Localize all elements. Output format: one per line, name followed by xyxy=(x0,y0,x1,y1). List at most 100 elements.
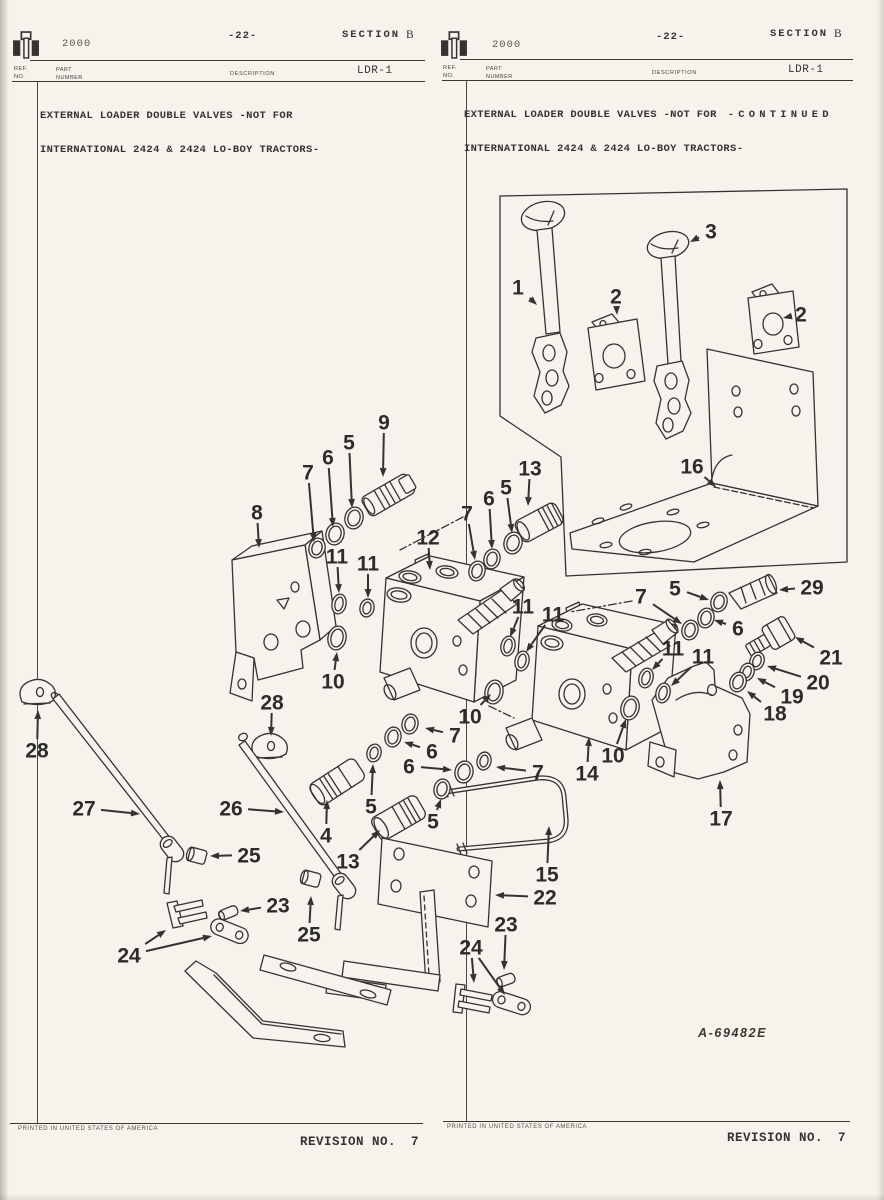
callout-leader xyxy=(527,478,531,498)
callout-leader xyxy=(697,236,700,239)
arrowhead xyxy=(652,661,661,670)
seal-ring xyxy=(479,754,489,768)
header-rule xyxy=(12,81,425,83)
arrowhead xyxy=(210,852,220,860)
control-rod-26 xyxy=(238,732,357,931)
footer-rule xyxy=(10,1123,423,1125)
fork-24-left xyxy=(166,899,208,929)
callout-label: 13 xyxy=(336,851,359,874)
ih-logo xyxy=(13,31,39,59)
revision-note: REVISION NO. 7 xyxy=(300,1135,420,1149)
arrowhead xyxy=(426,560,433,570)
callout-leader xyxy=(477,957,501,989)
mounting-plate-16 xyxy=(569,348,819,563)
arrowhead xyxy=(130,809,140,817)
callout-leader xyxy=(370,772,374,796)
callout-label: 15 xyxy=(535,864,559,887)
callout-label: 12 xyxy=(416,527,439,550)
arrowhead xyxy=(526,642,534,652)
arrowhead xyxy=(255,538,262,548)
lever-bracket-2a xyxy=(587,313,646,391)
callout-label: 11 xyxy=(357,553,380,576)
callout-label: 18 xyxy=(763,703,787,726)
section-code: LDR-1 xyxy=(788,64,824,76)
header-rule xyxy=(30,60,425,62)
callout-label: 3 xyxy=(705,221,717,244)
callout-leader xyxy=(512,616,520,630)
section-label: SECTION xyxy=(342,29,401,41)
arrowhead xyxy=(525,496,532,506)
callout-label: 11 xyxy=(542,604,565,627)
section-letter: B xyxy=(406,29,414,41)
arrowhead xyxy=(434,799,442,809)
fork-24-right xyxy=(452,983,493,1014)
callout-label: 25 xyxy=(297,924,321,947)
header-rule xyxy=(460,59,853,61)
end-cap-8 xyxy=(229,530,337,702)
seal-ring xyxy=(486,551,498,567)
callout-label: 5 xyxy=(500,477,512,500)
knob-28-left xyxy=(19,678,56,706)
callout-leader xyxy=(308,904,312,924)
arrowhead xyxy=(307,896,314,906)
callout-leader xyxy=(144,934,160,945)
seal-ring xyxy=(732,674,744,690)
callout-label: 7 xyxy=(302,462,314,485)
callout-label: 5 xyxy=(343,432,355,455)
callout-label: 11 xyxy=(326,546,349,569)
seal-ring xyxy=(752,654,762,668)
assembly-axis-lines xyxy=(399,516,633,719)
header-rule xyxy=(442,80,853,82)
callout-label: 10 xyxy=(601,745,624,768)
arrowhead xyxy=(379,467,387,477)
seal-ring xyxy=(344,506,364,530)
arrowhead xyxy=(470,550,477,560)
callout-leader xyxy=(358,835,375,851)
arrowhead xyxy=(716,780,724,790)
callout-label: 28 xyxy=(25,740,49,763)
callout-label: 10 xyxy=(321,671,344,694)
arrowhead xyxy=(404,741,414,748)
seal-ring xyxy=(476,751,492,771)
seal-ring xyxy=(700,610,712,626)
printed-in-usa: PRINTED IN UNITED STATES OF AMERICA xyxy=(447,1124,588,1130)
arrowhead xyxy=(156,930,166,938)
section-label: SECTION xyxy=(770,28,829,40)
page-number: -22- xyxy=(656,31,686,43)
callout-label: 28 xyxy=(260,692,284,715)
arrowhead xyxy=(757,678,767,686)
callout-label: 24 xyxy=(117,945,141,968)
seal-ring xyxy=(620,695,640,721)
seal-ring xyxy=(433,778,451,800)
callout-leader xyxy=(100,808,132,815)
seal-ring xyxy=(404,716,416,732)
arrowhead xyxy=(34,710,42,720)
seal-ring xyxy=(623,698,637,718)
control-rod-27 xyxy=(50,691,185,895)
pin-23-right xyxy=(495,972,516,988)
seal-ring xyxy=(311,540,323,556)
arrowhead xyxy=(545,826,553,836)
callout-leader xyxy=(307,482,315,534)
seal-ring xyxy=(328,525,342,543)
callout-leader xyxy=(616,727,624,745)
callout-label: 8 xyxy=(251,502,263,525)
arrowhead xyxy=(671,677,680,686)
callout-label: 2 xyxy=(795,304,807,327)
valve-body-14 xyxy=(505,601,679,751)
footer-rule xyxy=(443,1121,850,1123)
callout-leader xyxy=(433,729,444,734)
arrowhead xyxy=(202,934,212,942)
callout-label: 25 xyxy=(237,845,261,868)
revision-note: REVISION NO. 7 xyxy=(727,1131,847,1145)
seal-ring xyxy=(330,628,344,648)
callout-label: 24 xyxy=(459,937,483,960)
callout-leader xyxy=(36,718,39,740)
arrowhead xyxy=(328,517,336,527)
control-lever-1 xyxy=(520,200,570,414)
seal-ring xyxy=(713,594,725,610)
arrowhead xyxy=(767,665,777,672)
callout-label: 6 xyxy=(322,447,334,470)
callout-label: 6 xyxy=(426,741,438,764)
